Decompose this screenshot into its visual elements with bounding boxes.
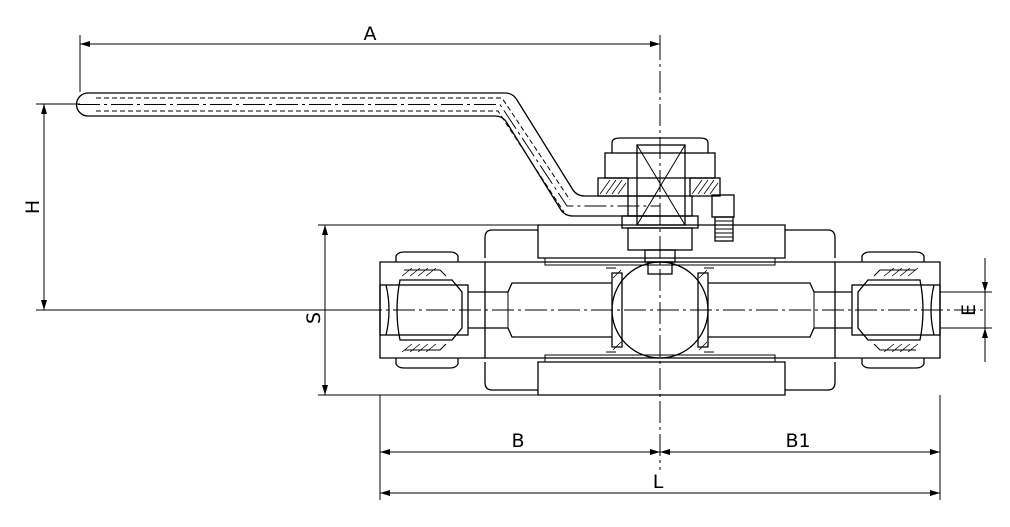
right-end-fitting [851, 251, 941, 369]
dim-label-e: E [958, 304, 980, 316]
handle-lever [75, 92, 660, 217]
dim-label-l: L [653, 471, 664, 493]
dim-label-b1: B1 [785, 430, 810, 452]
dim-label-h: H [22, 200, 44, 214]
ball-and-seats [606, 261, 714, 359]
dim-label-b: B [511, 430, 524, 452]
centerlines [360, 38, 985, 470]
left-end-fitting [379, 251, 469, 369]
dimension-lines [41, 41, 988, 496]
dim-label-s: S [303, 312, 325, 324]
dimension-labels: A H S E B B1 L [22, 23, 980, 493]
dim-label-a: A [364, 23, 377, 45]
